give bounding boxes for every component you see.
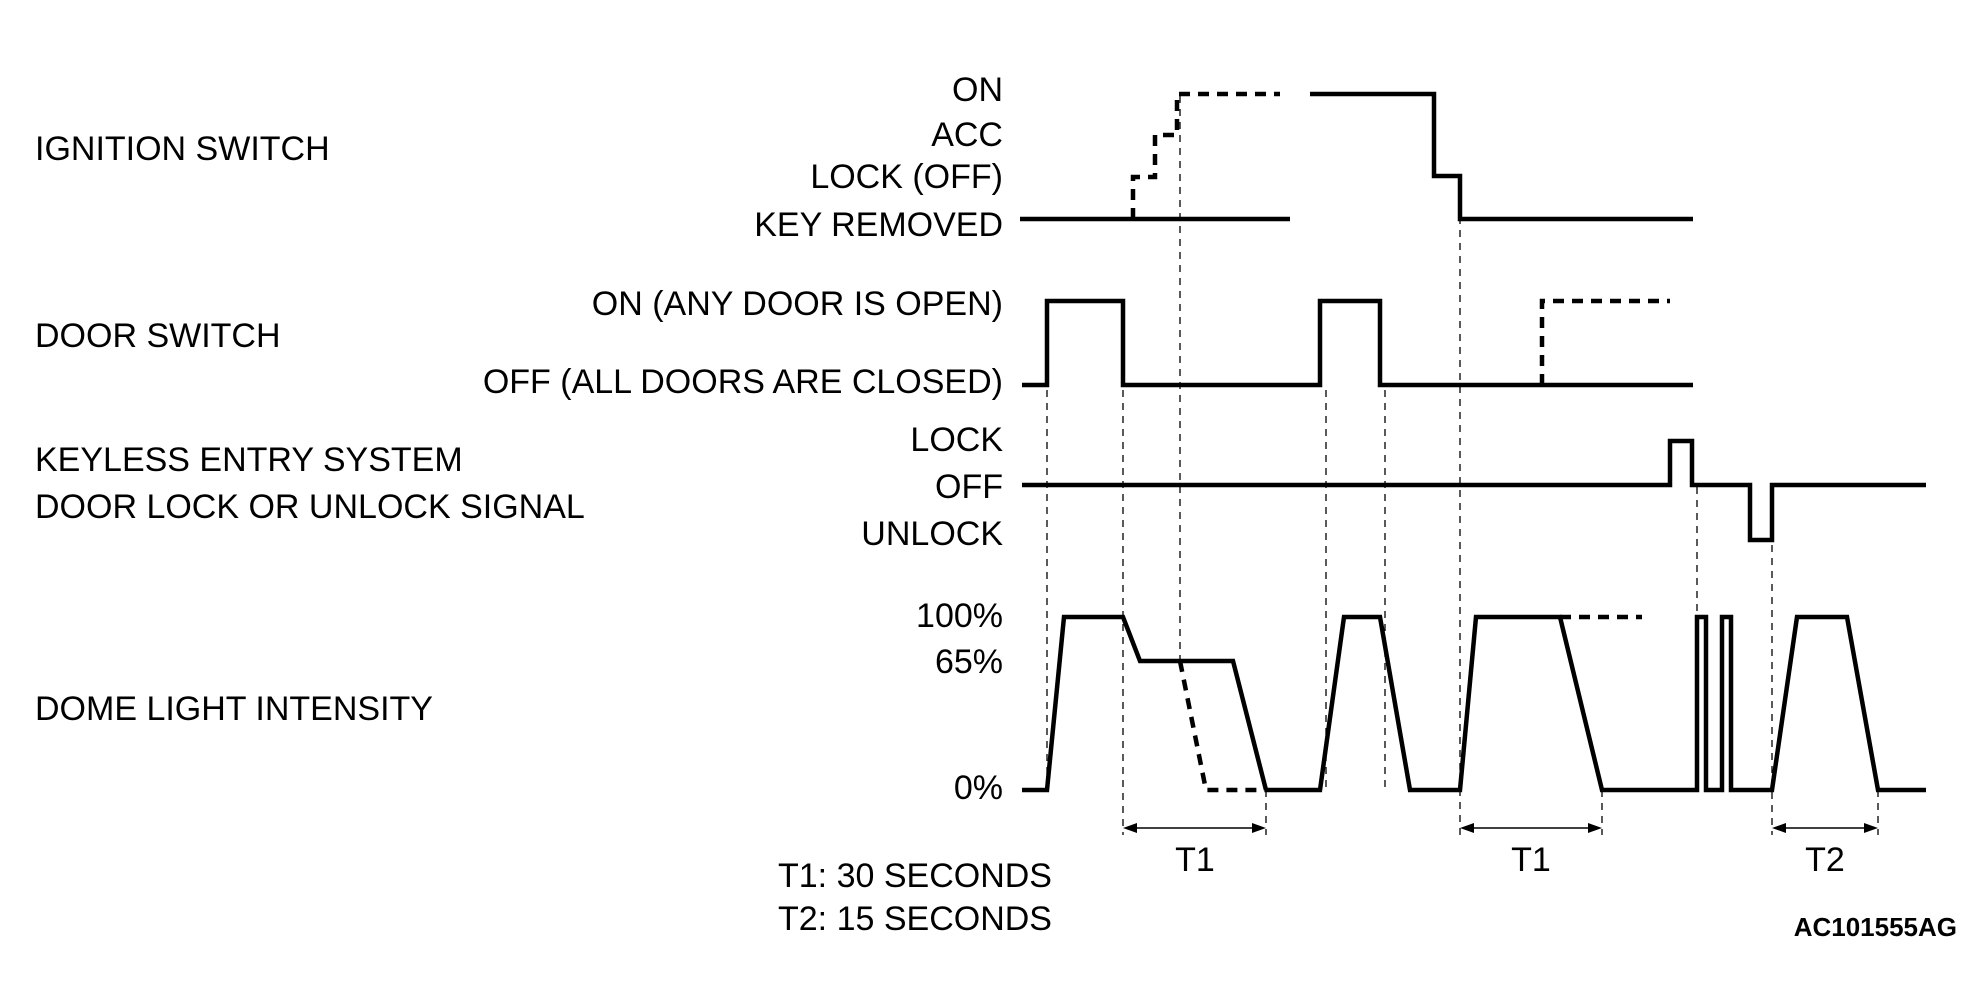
keyless-entry-label-line1: KEYLESS ENTRY SYSTEM — [35, 441, 463, 479]
ignition-switch-label: IGNITION SWITCH — [35, 130, 330, 168]
legend-t2: T2: 15 SECONDS — [778, 900, 1052, 938]
keyless-entry-label-line2: DOOR LOCK OR UNLOCK SIGNAL — [35, 488, 585, 526]
interval-label-t1-second: T1 — [1511, 841, 1551, 879]
ignition-level-on: ON — [952, 71, 1003, 109]
ignition-level-key-removed: KEY REMOVED — [754, 206, 1003, 244]
ignition-level-lock: LOCK (OFF) — [810, 158, 1003, 196]
interval-markers — [1123, 823, 1878, 833]
keyless-level-lock: LOCK — [910, 421, 1003, 459]
keyless-waveform — [1022, 438, 1926, 543]
figure-id: AC101555AG — [1794, 912, 1957, 942]
keyless-level-off: OFF — [935, 468, 1003, 506]
dome-light-label: DOME LIGHT INTENSITY — [35, 690, 433, 728]
keyless-level-unlock: UNLOCK — [861, 515, 1003, 553]
interval-label-t2: T2 — [1805, 841, 1845, 879]
door-waveform — [1022, 298, 1693, 388]
door-switch-label: DOOR SWITCH — [35, 317, 281, 355]
guide-lines — [1046, 96, 1879, 835]
ignition-waveform — [1020, 91, 1693, 222]
dome-waveform — [1022, 614, 1926, 793]
dome-level-65: 65% — [935, 643, 1003, 681]
dome-level-100: 100% — [916, 597, 1003, 635]
ignition-level-acc: ACC — [931, 116, 1003, 154]
door-level-on: ON (ANY DOOR IS OPEN) — [592, 285, 1003, 323]
dome-level-0: 0% — [954, 769, 1003, 807]
interval-label-t1-first: T1 — [1175, 841, 1215, 879]
door-level-off: OFF (ALL DOORS ARE CLOSED) — [483, 363, 1003, 401]
legend-t1: T1: 30 SECONDS — [778, 857, 1052, 895]
